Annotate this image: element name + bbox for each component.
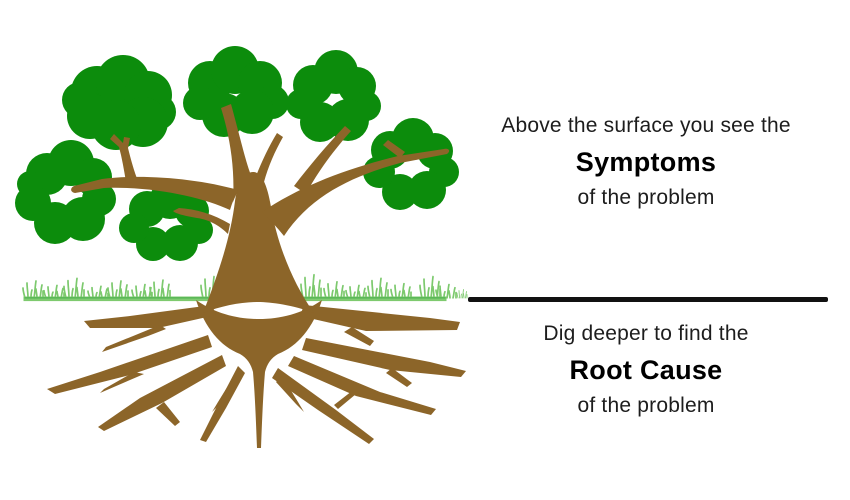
foliage-cluster-top-left [62, 55, 176, 150]
symptoms-keyword: Symptoms [575, 147, 717, 177]
tree-roots [47, 300, 466, 448]
foliage-cluster-right [363, 118, 459, 210]
symptoms-caption: Above the surface you see the Symptoms o… [458, 110, 834, 214]
root-cause-intro-text: Dig deeper to find the [543, 322, 749, 345]
foliage [15, 46, 459, 261]
root-cause-outro-text: of the problem [577, 394, 715, 417]
root-cause-caption: Dig deeper to find the Root Cause of the… [458, 318, 834, 422]
symptoms-outro-text: of the problem [577, 186, 715, 209]
symptoms-intro-text: Above the surface you see the [501, 114, 791, 137]
foliage-cluster-far-left [15, 140, 116, 244]
trunk-and-branches [71, 104, 450, 313]
foliage-cluster-top-right [286, 50, 381, 142]
surface-divider-line [468, 297, 828, 302]
root-cause-keyword: Root Cause [569, 355, 723, 385]
